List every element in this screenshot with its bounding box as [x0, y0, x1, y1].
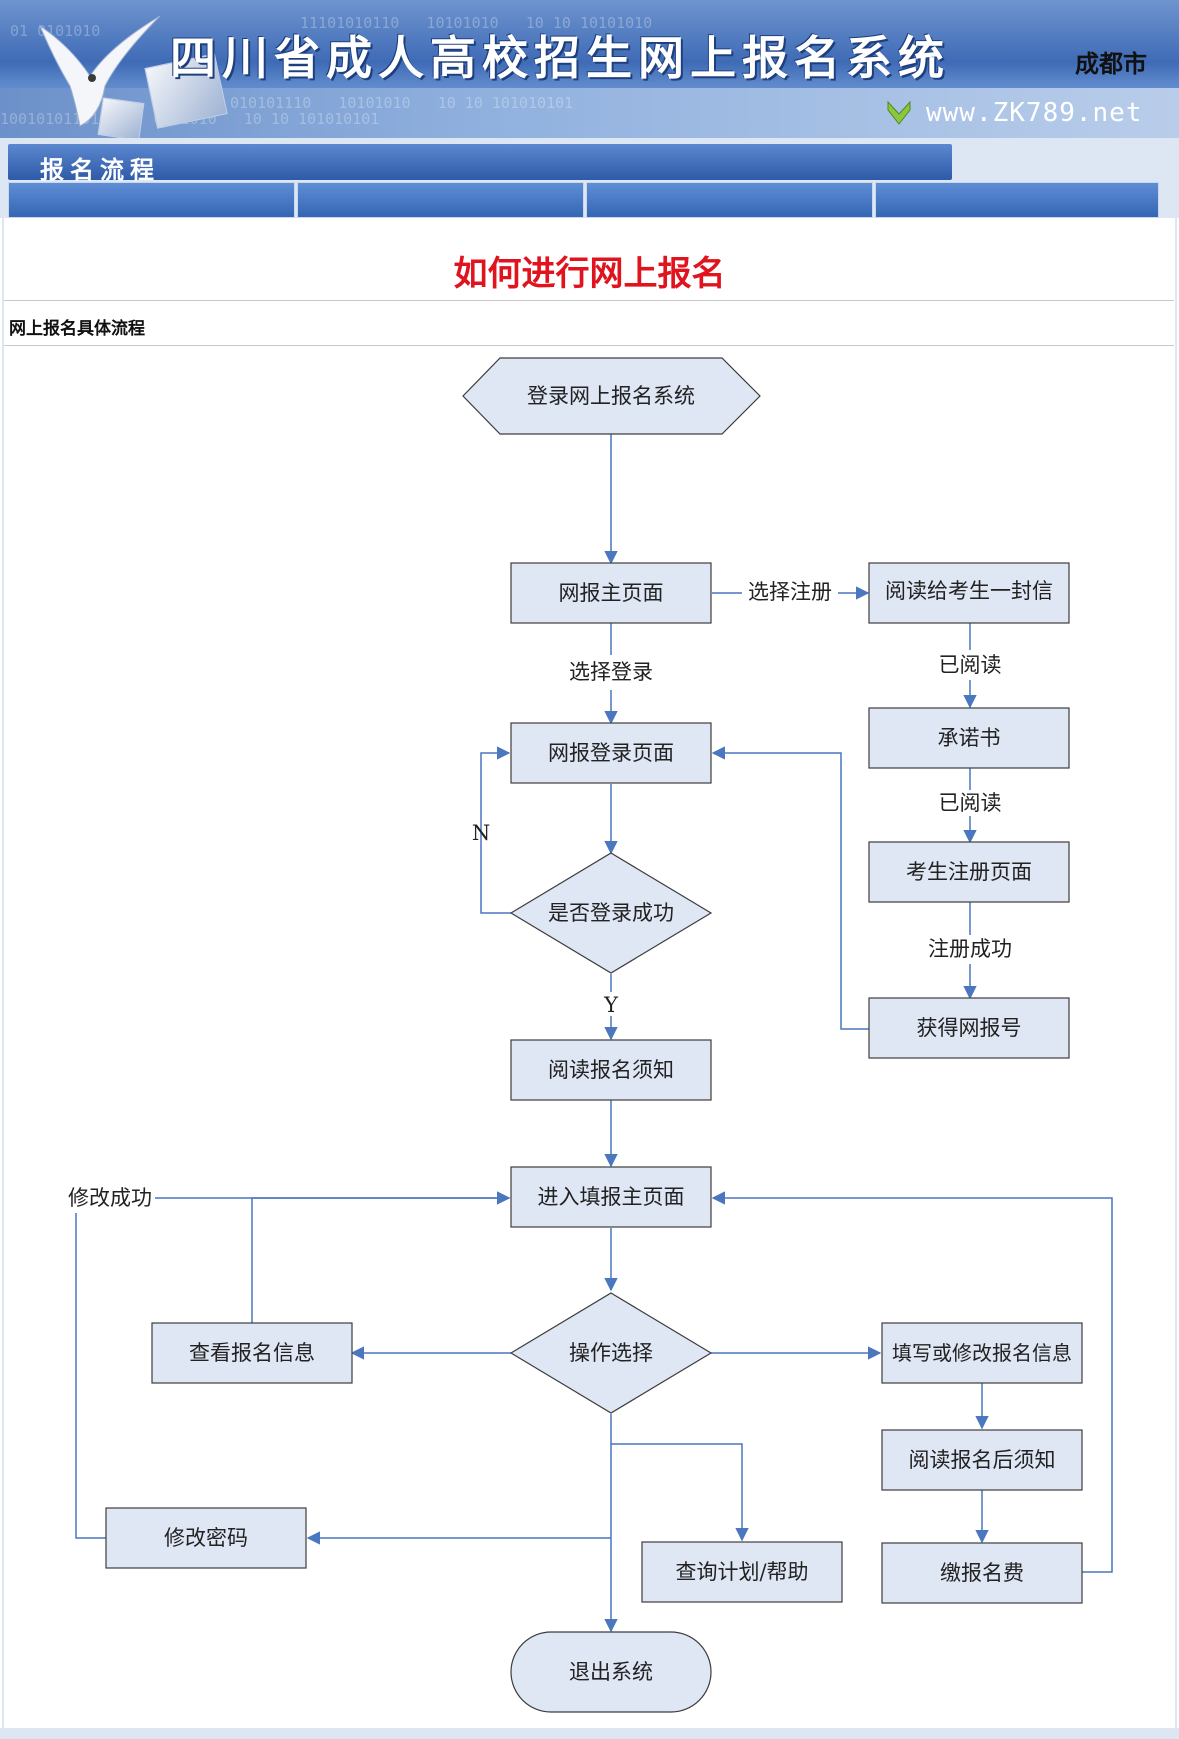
- flow-node-labels: 登录网上报名系统 网报主页面 阅读给考生一封信 承诺书 考生注册页面 获得网报号…: [164, 384, 1072, 1684]
- node-fill-info-box: 填写或修改报名信息: [892, 1341, 1072, 1365]
- node-shape-register-page: [868, 841, 1070, 903]
- node-shape-get-number: [868, 997, 1070, 1059]
- flow-nodes: [105, 357, 1083, 1713]
- node-promise[interactable]: 承诺书: [938, 726, 1001, 750]
- edge-label-no: N: [472, 821, 490, 845]
- divider: [4, 345, 1174, 346]
- node-shape-view-info: [151, 1322, 353, 1384]
- node-read-letter[interactable]: 阅读给考生一封信: [885, 579, 1053, 603]
- edge-view-fill: [251, 1191, 511, 1323]
- node-login-page[interactable]: 网报登录页面: [548, 741, 674, 765]
- node-shape-promise: [868, 707, 1070, 769]
- divider: [4, 300, 1174, 301]
- node-main-page[interactable]: 网报主页面: [559, 581, 664, 605]
- node-register-page[interactable]: 考生注册页面: [906, 860, 1032, 884]
- node-shape-read-letter: [868, 562, 1070, 624]
- site-title: 四川省成人高校招生网上报名系统: [170, 31, 950, 85]
- node-read-notice[interactable]: 阅读报名须知: [548, 1058, 674, 1082]
- nav-tab-2[interactable]: [297, 182, 584, 218]
- node-operation[interactable]: 操作选择: [569, 1341, 653, 1365]
- node-shape-read-after: [881, 1429, 1083, 1491]
- node-shape-exit: [510, 1631, 712, 1713]
- edge-label-register: 选择注册: [748, 580, 832, 604]
- flow-edges: [75, 433, 1113, 1633]
- node-shape-login-system: [462, 357, 761, 435]
- section-bar: 报名流程: [0, 138, 1179, 218]
- node-shape-change-pwd: [105, 1507, 307, 1569]
- nav-tab-4[interactable]: [875, 182, 1159, 218]
- flow-edge-labels: 选择注册 选择登录 已阅读 已阅读 注册成功 N Y 修改成功: [68, 580, 1012, 1210]
- nav-tab-3[interactable]: [586, 182, 873, 218]
- city-label: 成都市: [1075, 51, 1147, 78]
- node-view-info[interactable]: 查看报名信息: [189, 1341, 315, 1365]
- node-shape-login-page: [510, 722, 712, 784]
- node-shape-fill-main: [510, 1166, 712, 1228]
- node-query-help[interactable]: 查询计划/帮助: [675, 1560, 808, 1584]
- node-shape-operation: [509, 1292, 713, 1414]
- banner-decoration: 01 0101010: [10, 22, 101, 40]
- edge-label-register-ok: 注册成功: [928, 937, 1012, 961]
- flow-subheading: 网上报名具体流程: [9, 319, 145, 338]
- node-shape-fill-info: [881, 1322, 1083, 1384]
- footer-bar: [0, 1728, 1179, 1739]
- node-login-ok[interactable]: 是否登录成功: [548, 901, 674, 925]
- edge-op-query: [611, 1443, 749, 1542]
- edge-pwd-fill-a: [75, 1213, 106, 1539]
- nav-tab-1[interactable]: [8, 182, 295, 218]
- banner-decoration: 11101010110 10101010 10 10 10101010: [300, 14, 653, 32]
- edge-check-no: [480, 746, 511, 914]
- node-login-system[interactable]: 登录网上报名系统: [527, 384, 695, 408]
- edge-pay-fill: [711, 1191, 1113, 1573]
- node-exit[interactable]: 退出系统: [569, 1660, 653, 1684]
- page-heading: 如何进行网上报名: [453, 255, 726, 293]
- node-read-after[interactable]: 阅读报名后须知: [909, 1448, 1056, 1472]
- node-shape-pay-fee: [881, 1542, 1083, 1604]
- edge-label-yes: Y: [603, 993, 619, 1017]
- content-frame: [2, 218, 1177, 1733]
- node-shape-main-page: [510, 562, 712, 624]
- seagull-logo: [38, 15, 161, 127]
- node-shape-login-ok: [509, 852, 713, 974]
- site-url[interactable]: www.ZK789.net: [926, 98, 1143, 128]
- edge-label-login: 选择登录: [569, 660, 653, 684]
- leaf-icon: [887, 100, 911, 125]
- edge-label-modify-ok: 修改成功: [68, 1186, 152, 1210]
- node-fill-main[interactable]: 进入填报主页面: [538, 1185, 685, 1209]
- section-title: 报名流程: [40, 156, 160, 184]
- banner-decoration: 010101110 10101010 10 10 101010101: [230, 94, 574, 112]
- node-get-number[interactable]: 获得网报号: [917, 1016, 1022, 1040]
- node-shape-read-notice: [510, 1039, 712, 1101]
- node-shape-query-help: [641, 1541, 843, 1603]
- edge-label-read-1: 已阅读: [939, 653, 1002, 677]
- section-tab: 报名流程: [8, 144, 952, 184]
- node-fill-info[interactable]: 填写或修改报名信息: [892, 1341, 1072, 1365]
- node-pay-fee[interactable]: 缴报名费: [940, 1561, 1024, 1585]
- node-change-pwd[interactable]: 修改密码: [164, 1526, 248, 1550]
- edge-label-read-2: 已阅读: [939, 791, 1002, 815]
- edge-number-loginpage: [711, 746, 869, 1030]
- site-banner: 11101010110 10101010 10 10 10101010 01 0…: [0, 0, 1179, 138]
